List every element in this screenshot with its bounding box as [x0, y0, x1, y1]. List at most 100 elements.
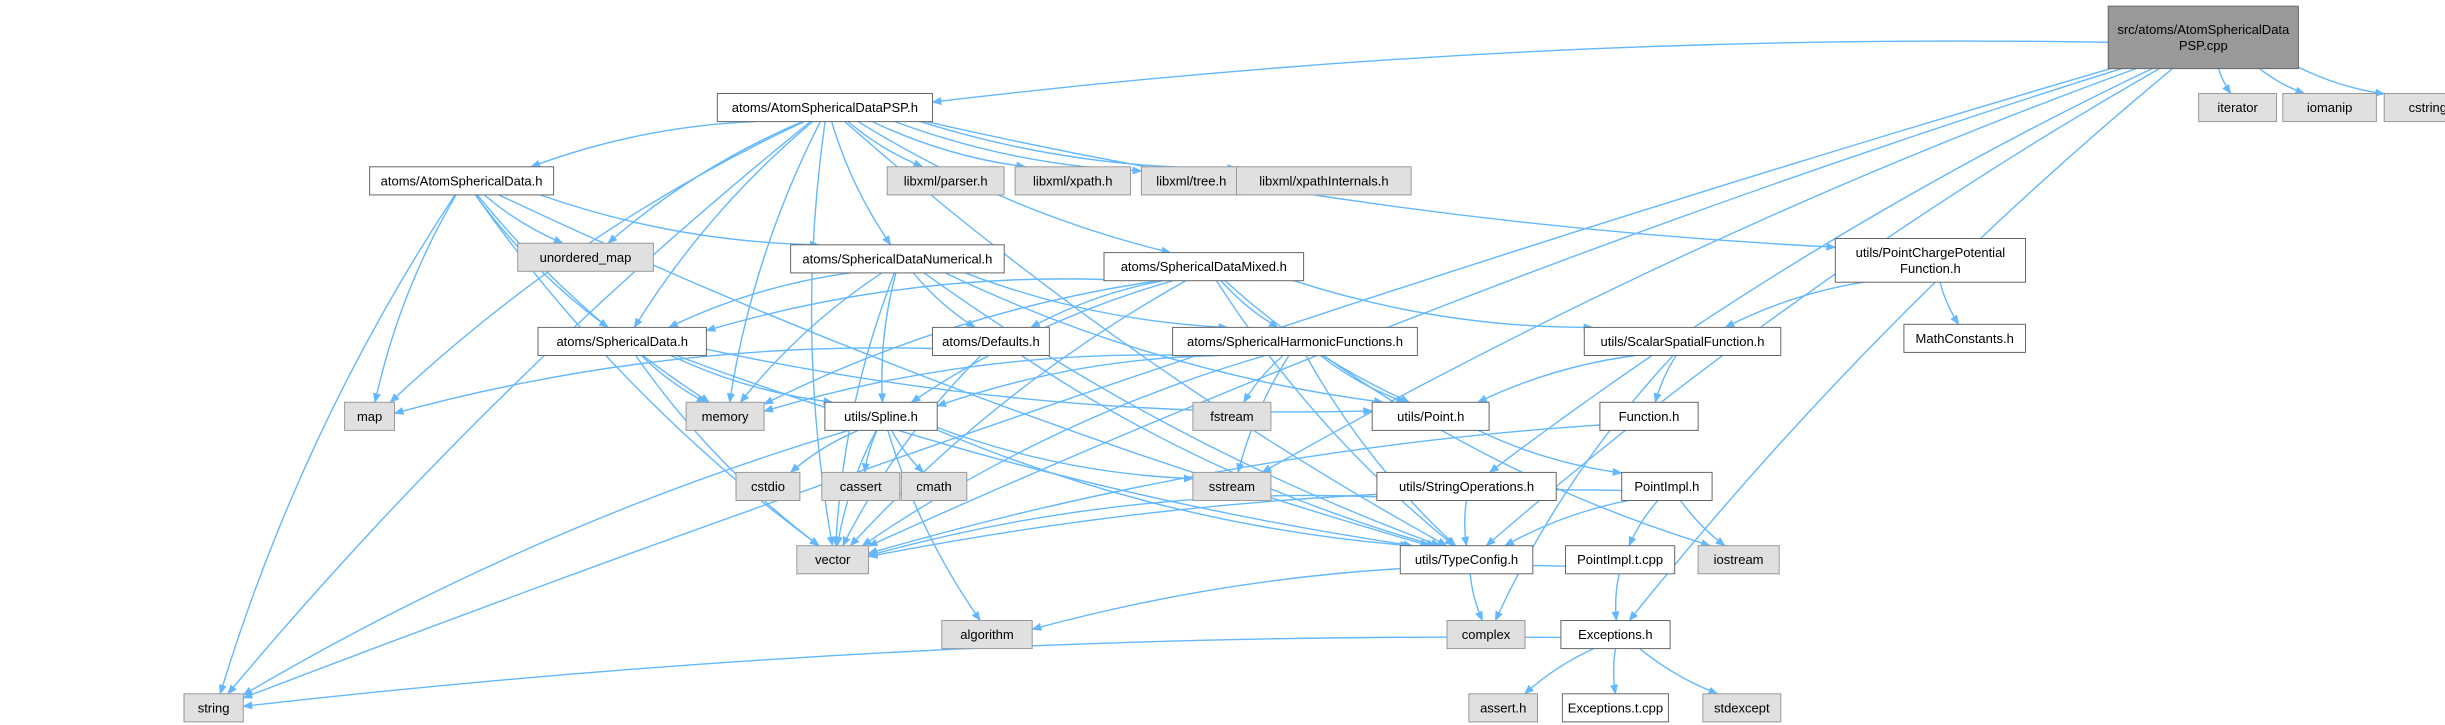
edge-sdmixed-to-vector: [849, 279, 1187, 547]
node-label: Exceptions.h: [1578, 627, 1652, 642]
node-box: [716, 93, 933, 123]
edge-psp_h-to-string: [227, 121, 812, 695]
node-pointimpl-t[interactable]: PointImpl.t.cpp: [1565, 545, 1676, 575]
node-box: [2282, 93, 2377, 123]
edge-root-to-cstring: [2298, 66, 2386, 97]
node-iterator: iterator: [2198, 93, 2278, 123]
edge-psp_h-to-sdmixed: [857, 121, 1172, 255]
node-spline[interactable]: utils/Spline.h: [824, 401, 938, 431]
node-mathconst[interactable]: MathConstants.h: [1903, 323, 2027, 353]
node-label: sstream: [1209, 479, 1255, 494]
node-function[interactable]: Function.h: [1599, 401, 1699, 431]
edge-sdnum-to-typeconfig: [923, 272, 1441, 547]
node-cmath: cmath: [900, 471, 968, 501]
node-ssf[interactable]: utils/ScalarSpatialFunction.h: [1583, 326, 1782, 356]
node-tree: libxml/tree.h: [1140, 166, 1242, 196]
node-box: [1103, 252, 1305, 282]
node-label: PointImpl.h: [1634, 479, 1699, 494]
edge-root-to-typeconfig: [1485, 67, 2160, 547]
edge-sdnum-to-spline: [878, 272, 897, 404]
node-label: libxml/tree.h: [1156, 173, 1226, 188]
node-xpath: libxml/xpath.h: [1014, 166, 1131, 196]
node-sdnum[interactable]: atoms/SphericalDataNumerical.h: [790, 244, 1005, 274]
edge-exceptions-to-stdexcept: [1639, 648, 1719, 695]
node-label: atoms/SphericalHarmonicFunctions.h: [1187, 334, 1403, 349]
node-typeconfig[interactable]: utils/TypeConfig.h: [1399, 545, 1534, 575]
edge-asd_h-to-sdnum: [539, 194, 820, 249]
edge-pointimpl_t-to-exceptions: [1611, 573, 1620, 622]
node-box: [1621, 471, 1713, 501]
node-box: [1583, 326, 1782, 356]
node-label: libxml/parser.h: [904, 173, 988, 188]
node-label: atoms/Defaults.h: [942, 334, 1040, 349]
node-box: [900, 471, 968, 501]
node-box: [1236, 166, 1412, 196]
node-box: [537, 326, 707, 356]
node-label: Function.h: [1900, 261, 1961, 276]
edge-strops-to-typeconfig: [1461, 500, 1470, 547]
node-label: utils/Point.h: [1397, 409, 1464, 424]
node-label: utils/Spline.h: [844, 409, 918, 424]
node-label: atoms/AtomSphericalDataPSP.h: [732, 100, 918, 115]
node-box: [1834, 238, 2027, 283]
edge-sdnum-to-defaults: [912, 272, 976, 328]
node-defaults[interactable]: atoms/Defaults.h: [932, 326, 1050, 356]
edge-shf-to-iostream: [1323, 354, 1712, 547]
node-point[interactable]: utils/Point.h: [1371, 401, 1490, 431]
node-exceptions[interactable]: Exceptions.h: [1560, 620, 1671, 650]
node-box: [1565, 545, 1676, 575]
node-label: algorithm: [960, 627, 1013, 642]
node-memory: memory: [685, 401, 765, 431]
edge-sdmixed-to-memory: [763, 279, 1160, 405]
node-iomanip: iomanip: [2282, 93, 2377, 123]
node-box: [1468, 693, 1539, 723]
node-label: fstream: [1210, 409, 1253, 424]
edge-function-to-vector: [867, 424, 1600, 555]
node-pointimpl[interactable]: PointImpl.h: [1621, 471, 1713, 501]
edge-shf-to-point: [1319, 354, 1407, 404]
node-sdmixed[interactable]: atoms/SphericalDataMixed.h: [1103, 252, 1305, 282]
edge-pcpf-to-ssf: [1724, 281, 1864, 329]
node-label: atoms/AtomSphericalData.h: [381, 173, 543, 188]
edge-sdnum-to-shf: [964, 272, 1229, 331]
node-label: utils/ScalarSpatialFunction.h: [1600, 334, 1764, 349]
node-box: [2198, 93, 2278, 123]
node-box: [344, 401, 396, 431]
edge-defaults-to-typeconfig: [1021, 354, 1437, 548]
edge-ssf-to-point: [1476, 354, 1636, 403]
node-box: [1192, 471, 1272, 501]
edge-sdmixed-to-shf: [1220, 280, 1279, 329]
edge-exceptions-to-exceptions_t: [1610, 648, 1618, 695]
node-box: [183, 693, 244, 723]
edge-root-to-psp_h: [931, 40, 2109, 106]
node-parser: libxml/parser.h: [886, 166, 1005, 196]
node-shf[interactable]: atoms/SphericalHarmonicFunctions.h: [1172, 326, 1418, 356]
node-exceptions-t[interactable]: Exceptions.t.cpp: [1561, 693, 1669, 723]
node-label: atoms/SphericalData.h: [556, 334, 688, 349]
node-root[interactable]: src/atoms/AtomSphericalDataPSP.cpp: [2107, 5, 2299, 70]
edge-psp_h-to-sd: [633, 121, 814, 329]
edge-sd-to-typeconfig: [676, 354, 1414, 549]
node-cstdio: cstdio: [735, 471, 801, 501]
node-box: [1903, 323, 2027, 353]
node-box: [1561, 693, 1669, 723]
node-label: atoms/SphericalDataMixed.h: [1121, 259, 1287, 274]
edge-sd-to-memory: [641, 355, 707, 403]
edge-pcpf-to-mathconst: [1939, 282, 1960, 326]
edge-sd-to-spline: [670, 354, 834, 406]
node-label: assert.h: [1480, 700, 1526, 715]
node-sd[interactable]: atoms/SphericalData.h: [537, 326, 707, 356]
node-box: [796, 545, 869, 575]
edge-point-to-pointimpl: [1477, 429, 1623, 476]
node-box: [735, 471, 801, 501]
edge-pointimpl-to-pointimpl_t: [1628, 500, 1659, 547]
node-label: iomanip: [2307, 100, 2353, 115]
node-label: iterator: [2217, 100, 2258, 115]
node-psp-h[interactable]: atoms/AtomSphericalDataPSP.h: [716, 93, 933, 123]
edge-psp_h-to-pcpf: [926, 120, 1837, 251]
node-strops[interactable]: utils/StringOperations.h: [1376, 471, 1557, 501]
node-asd-h[interactable]: atoms/AtomSphericalData.h: [369, 166, 555, 196]
node-box: [1599, 401, 1699, 431]
node-label: cstring: [2409, 100, 2445, 115]
